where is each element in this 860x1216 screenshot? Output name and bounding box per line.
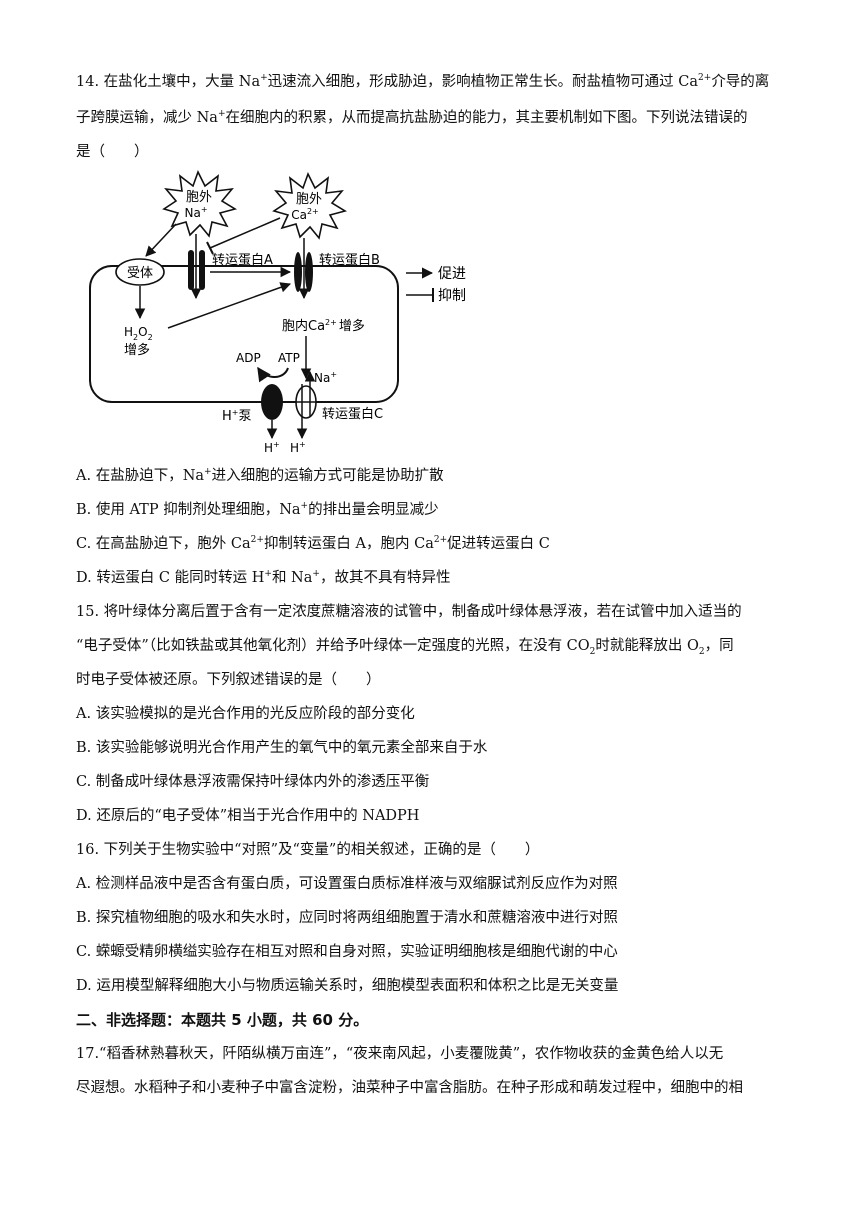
- q16-option-d: D. 运用模型解释细胞大小与物质运输关系时，细胞模型表面积和体积之比是无关变量: [76, 978, 619, 994]
- transporter-b-left: [294, 252, 302, 292]
- q17-stem-line2: 尽遐想。水稻种子和小麦种子中富含淀粉，油菜种子中富含脂肪。在种子形成和萌发过程中…: [76, 1080, 743, 1096]
- star1-label2: Na+: [184, 205, 207, 220]
- transporter-b-right: [305, 252, 313, 292]
- q16-option-b: B. 探究植物细胞的吸水和失水时，应同时将两组细胞置于清水和蔗糖溶液中进行对照: [76, 910, 618, 926]
- na-out-label: Na+: [314, 370, 337, 385]
- q14-stem-line2: 子跨膜运输，减少 Na+在细胞内的积累，从而提高抗盐胁迫的能力，其主要机制如下图…: [76, 109, 748, 126]
- atp-to-adp-curve: [257, 366, 289, 383]
- q16-stem: 16. 下列关于生物实验中“对照”及“变量”的相关叙述，正确的是（ ）: [76, 842, 540, 858]
- q16-option-a: A. 检测样品液中是否含有蛋白质，可设置蛋白质标准样液与双缩脲试剂反应作为对照: [76, 876, 618, 892]
- q15-stem-line1: 15. 将叶绿体分离后置于含有一定浓度蔗糖溶液的试管中，制备成叶绿体悬浮液，若在…: [76, 604, 742, 620]
- star1-label1: 胞外: [186, 190, 212, 205]
- transporter-a-left: [188, 250, 194, 290]
- star2-label2: Ca2+: [291, 207, 319, 222]
- legend-inhibit-label: 抑制: [438, 288, 466, 304]
- transporter-a-label: 转运蛋白A: [212, 252, 273, 268]
- q14-option-c: C. 在高盐胁迫下，胞外 Ca2+抑制转运蛋白 A，胞内 Ca2+促进转运蛋白 …: [76, 535, 550, 552]
- receptor-ellipse: [115, 258, 165, 286]
- q15-option-b: B. 该实验能够说明光合作用产生的氧气中的氧元素全部来自于水: [76, 740, 488, 756]
- section-heading-nonchoice: 二、非选择题：本题共 5 小题，共 60 分。: [76, 1011, 369, 1029]
- receptor-label: 受体: [127, 266, 153, 281]
- transporter-c-label: 转运蛋白C: [322, 406, 383, 422]
- extracellular-ca-star: [272, 171, 348, 240]
- h-pump-label: H+泵: [222, 408, 252, 424]
- atp-label: ATP: [278, 351, 300, 365]
- arrow-h2o2-to-protein-b: [167, 282, 291, 329]
- extracellular-na-star: [162, 169, 238, 238]
- legend-promote-label: 促进: [438, 266, 466, 282]
- q17-stem-line1: 17.“稻香秫熟暮秋天，阡陌纵横万亩连”，“夜来南风起，小麦覆陇黄”，农作物收获…: [76, 1046, 724, 1062]
- q15-option-d: D. 还原后的“电子受体”相当于光合作用中的 NADPH: [76, 808, 420, 824]
- inhibit-bar-a: [206, 241, 214, 255]
- intracellular-ca-label: 胞内Ca2+增多: [282, 318, 365, 334]
- q16-option-c: C. 蝾螈受精卵横缢实验存在相互对照和自身对照，实验证明细胞核是细胞代谢的中心: [76, 944, 618, 960]
- q15-stem-line3: 时电子受体被还原。下列叙述错误的是（ ）: [76, 672, 381, 688]
- arrow-na-to-receptor: [145, 223, 177, 257]
- h-pump-h-label: H+: [264, 440, 280, 455]
- h2o2-label: H2O2: [124, 325, 153, 342]
- salt-stress-mechanism-diagram: 胞外 Na+ 胞外 Ca2+ 受体 转运蛋白A 转运蛋白B H2O2 增多: [89, 169, 466, 455]
- q14-option-b: B. 使用 ATP 抑制剂处理细胞，Na+的排出量会明显减少: [76, 501, 439, 518]
- transporter-a-right: [199, 250, 205, 290]
- q15-stem-line2: “电子受体”（比如铁盐或其他氧化剂）并给予叶绿体一定强度的光照，在没有 CO2时…: [76, 638, 734, 657]
- inhibit-ca-to-protein-a: [209, 217, 281, 249]
- h2o2-increase-label: 增多: [124, 342, 150, 358]
- q15-option-a: A. 该实验模拟的是光合作用的光反应阶段的部分变化: [76, 706, 415, 722]
- q14-option-d: D. 转运蛋白 C 能同时转运 H+和 Na+，故其不具有特异性: [76, 569, 451, 586]
- q14-option-a: A. 在盐胁迫下，Na+进入细胞的运输方式可能是协助扩散: [76, 467, 444, 484]
- q15-option-c: C. 制备成叶绿体悬浮液需保持叶绿体内外的渗透压平衡: [76, 774, 430, 790]
- h-pump: [261, 384, 283, 420]
- c-h-label: H+: [290, 440, 306, 455]
- q14-stem-line1: 14. 在盐化土壤中，大量 Na+迅速流入细胞，形成胁迫，影响植物正常生长。耐盐…: [76, 73, 770, 90]
- transporter-b-label: 转运蛋白B: [319, 252, 380, 268]
- adp-label: ADP: [236, 351, 261, 365]
- q14-stem-line3: 是（ ）: [76, 144, 149, 160]
- star2-label1: 胞外: [296, 192, 322, 207]
- cell-membrane: [89, 265, 399, 403]
